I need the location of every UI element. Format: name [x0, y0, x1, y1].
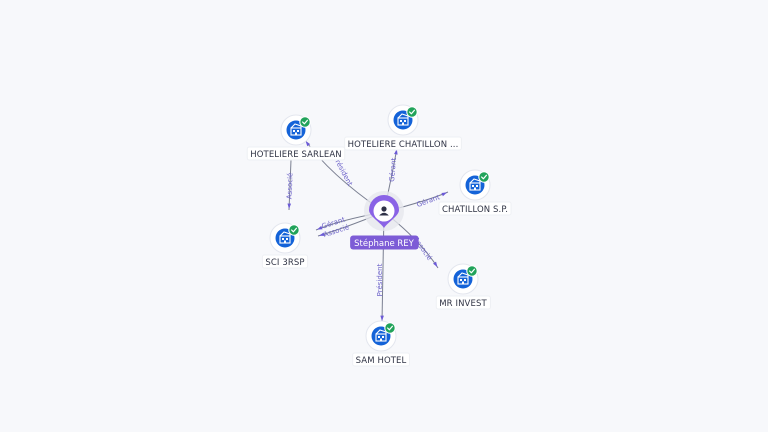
company-node[interactable]: SCI 3RSP [261, 222, 309, 269]
edge-arrow-icon [287, 203, 292, 210]
edge-label: Président [376, 263, 384, 296]
verified-check-icon [406, 106, 418, 118]
verified-check-icon [299, 116, 311, 128]
company-node[interactable]: MR INVEST [435, 263, 491, 310]
company-node[interactable]: HOTELIERE CHATILLON ... [344, 104, 462, 151]
verified-check-icon [288, 224, 300, 236]
verified-check-icon [384, 322, 396, 334]
building-icon [279, 231, 291, 244]
company-label[interactable]: SCI 3RSP [261, 254, 309, 269]
edge-label: Associé [286, 173, 295, 200]
company-name: CHATILLON S.P. [442, 205, 508, 215]
edge-arrow-icon [433, 261, 438, 268]
user-icon [379, 206, 389, 216]
company-label-box [438, 201, 512, 216]
edge-label: Gérant [416, 193, 442, 209]
building-icon [397, 113, 409, 126]
edge-arrow-icon [305, 140, 311, 147]
company-name: SAM HOTEL [356, 356, 407, 366]
company-node[interactable]: CHATILLON S.P. [438, 169, 512, 216]
company-label-box [261, 254, 309, 269]
verified-check-icon [466, 265, 478, 277]
edge-label: Gérant [388, 157, 398, 182]
edge-arrow-icon [318, 232, 325, 236]
building-icon [290, 123, 302, 136]
company-name: MR INVEST [439, 299, 487, 309]
company-label[interactable]: HOTELIERE CHATILLON ... [344, 136, 462, 151]
building-icon [469, 178, 481, 191]
person-label[interactable]: Stéphane REY [350, 235, 419, 250]
edge-arrow-icon [316, 225, 323, 230]
company-label[interactable]: CHATILLON S.P. [438, 201, 512, 216]
person-node[interactable]: Stéphane REY [350, 191, 419, 250]
relation-edge[interactable]: Associé [286, 159, 295, 211]
company-label[interactable]: MR INVEST [435, 295, 491, 310]
verified-check-icon [478, 171, 490, 183]
company-label[interactable]: SAM HOTEL [352, 352, 411, 367]
company-name: HOTELIERE CHATILLON ... [348, 140, 459, 150]
company-name: SCI 3RSP [265, 258, 304, 268]
company-label-box [344, 136, 462, 151]
company-label[interactable]: HOTELIERE SARLEAN [246, 146, 346, 161]
company-node[interactable]: HOTELIERE SARLEAN [246, 114, 346, 161]
nodes-layer: HOTELIERE SARLEAN HOTELIERE CHATILLON ...… [246, 104, 512, 367]
edge-arrow-icon [441, 192, 448, 197]
company-label-box [246, 146, 346, 161]
company-label-box [435, 295, 491, 310]
person-name: Stéphane REY [354, 238, 415, 249]
company-name: HOTELIERE SARLEAN [250, 150, 342, 160]
building-icon [457, 272, 469, 285]
building-icon [375, 329, 387, 342]
company-node[interactable]: SAM HOTEL [352, 320, 411, 367]
edge-line [288, 159, 292, 211]
person-label-box [350, 235, 419, 250]
company-label-box [352, 352, 411, 367]
edge-arrow-icon [380, 315, 384, 322]
